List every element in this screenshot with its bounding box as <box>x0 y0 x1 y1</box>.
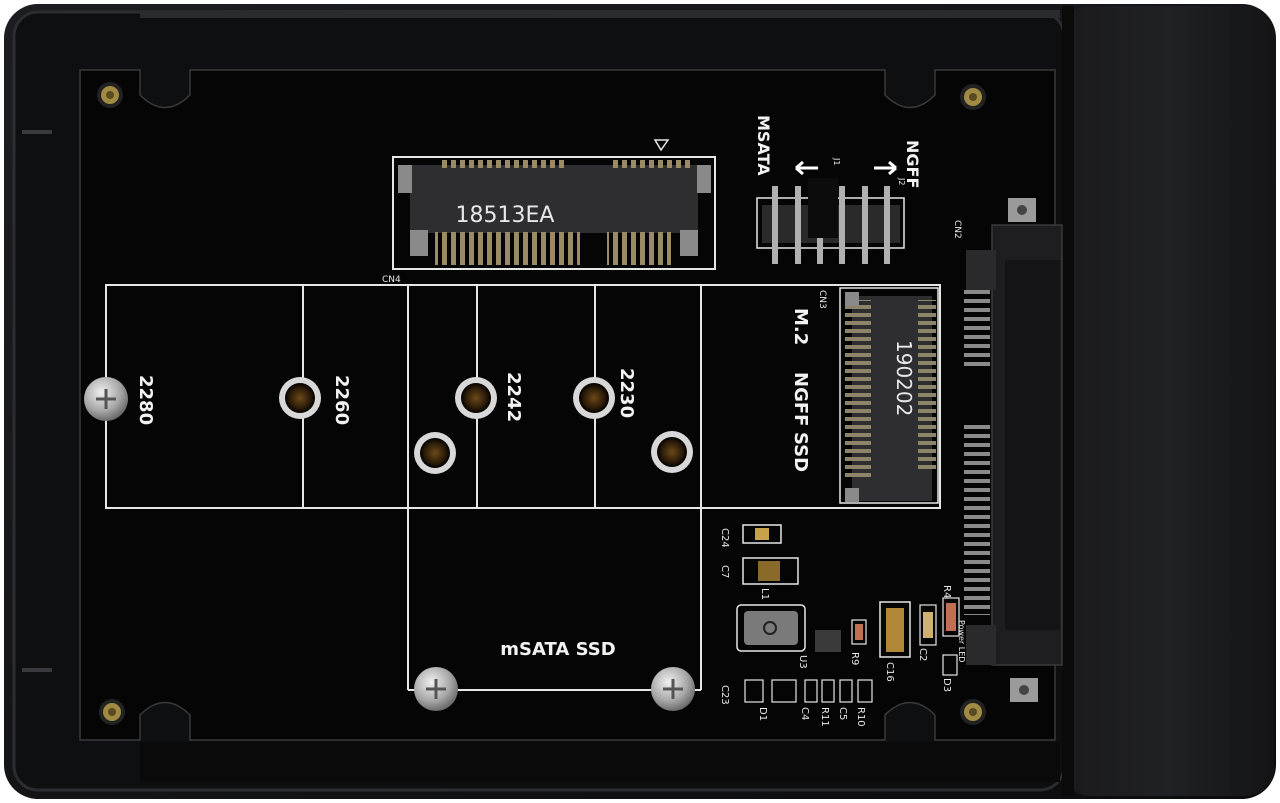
label-c16: C16 <box>884 662 895 682</box>
label-cn2: CN2 <box>952 220 962 239</box>
size-label-2280: 2280 <box>135 375 156 425</box>
label-r11: R11 <box>819 707 830 727</box>
label-c23: C23 <box>719 685 730 705</box>
standoff-hole-2230 <box>573 377 615 419</box>
size-label-2230: 2230 <box>616 368 637 418</box>
standoff-hole-msata-right <box>651 431 693 473</box>
label-c7: C7 <box>719 565 730 578</box>
mount-screw-bottom-left <box>99 699 125 725</box>
msata-screw-left <box>414 667 458 711</box>
size-label-2260: 2260 <box>331 375 352 425</box>
smd-components <box>736 524 960 703</box>
label-power-led: Power LED <box>957 620 966 662</box>
label-c2: C2 <box>917 648 928 661</box>
label-r4: R4 <box>941 585 952 598</box>
label-d3: D3 <box>941 678 952 692</box>
msata-connector <box>392 139 716 270</box>
mount-screw-top-left <box>97 82 123 108</box>
standoff-hole-2242 <box>455 377 497 419</box>
standoff-screw-2280 <box>84 377 128 421</box>
label-cn4: CN4 <box>382 275 401 285</box>
standoff-hole-msata-left <box>414 432 456 474</box>
label-d1: D1 <box>757 707 768 721</box>
mode-label-ngff: NGFF <box>903 140 922 188</box>
standoff-hole-2260 <box>279 377 321 419</box>
msata-ssd-label: mSATA SSD <box>500 639 615 660</box>
mount-screw-top-right <box>960 84 986 110</box>
label-c24: C24 <box>719 528 730 548</box>
mount-screw-bottom-right <box>960 699 986 725</box>
label-c5: C5 <box>837 707 848 720</box>
mode-switch-header <box>756 160 905 264</box>
label-l1: L1 <box>759 588 770 600</box>
label-j1: J1 <box>832 157 841 165</box>
size-label-2242: 2242 <box>503 372 524 422</box>
m2-chip-marking: 190202 <box>892 340 916 416</box>
m2-connector <box>839 287 939 504</box>
mode-label-msata: MSATA <box>754 115 773 176</box>
m2-label-ngff: NGFF <box>790 372 811 426</box>
label-u3: U3 <box>797 655 808 669</box>
label-c4: C4 <box>799 707 810 720</box>
label-j2: J2 <box>897 177 906 185</box>
label-r9: R9 <box>849 652 860 665</box>
sata-connector <box>964 198 1063 702</box>
label-cn3: CN3 <box>817 290 827 309</box>
label-r10: R10 <box>855 707 866 727</box>
msata-chip-marking: 18513EA <box>456 203 555 228</box>
m2-label-m2: M.2 <box>790 308 811 345</box>
enclosure-end-cap <box>1062 6 1274 796</box>
msata-screw-right <box>651 667 695 711</box>
m2-label-ssd: SSD <box>790 432 811 472</box>
